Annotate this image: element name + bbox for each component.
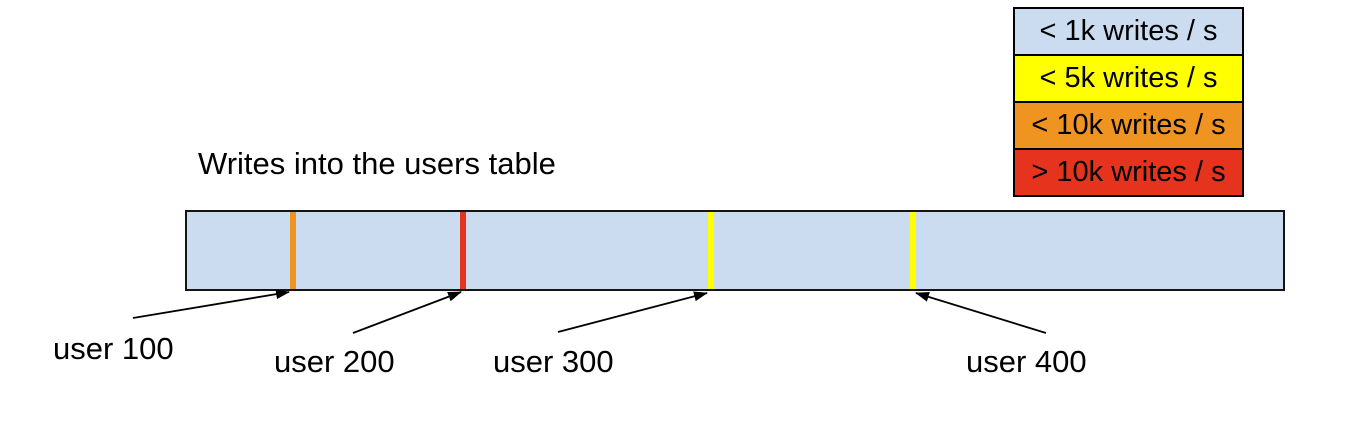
pointer-arrow-3 [915,292,1047,334]
legend-item-label: > 10k writes / s [1031,156,1226,188]
users-table-bar [185,210,1285,291]
write-hotspot-stripe-1 [460,212,466,289]
pointer-arrow-0 [132,289,290,319]
write-hotspot-stripe-0 [290,212,296,289]
pointer-arrow-1 [352,291,462,334]
user-label-1: user 200 [274,344,395,379]
legend-item-label: < 1k writes / s [1039,15,1218,47]
legend-item-0: < 1k writes / s [1013,7,1244,56]
write-hotspot-stripe-3 [910,212,916,289]
user-label-2: user 300 [493,344,614,379]
legend-item-label: < 10k writes / s [1031,109,1226,141]
diagram-title: Writes into the users table [198,146,556,181]
legend-item-1: < 5k writes / s [1013,54,1244,103]
legend-item-2: < 10k writes / s [1013,101,1244,150]
pointer-arrow-2 [557,291,708,333]
legend: < 1k writes / s < 5k writes / s < 10k writ… [1013,7,1244,197]
write-hotspot-stripe-2 [708,212,714,289]
user-label-0: user 100 [53,331,174,366]
legend-item-3: > 10k writes / s [1013,148,1244,197]
user-label-3: user 400 [966,344,1087,379]
legend-item-label: < 5k writes / s [1039,62,1218,94]
